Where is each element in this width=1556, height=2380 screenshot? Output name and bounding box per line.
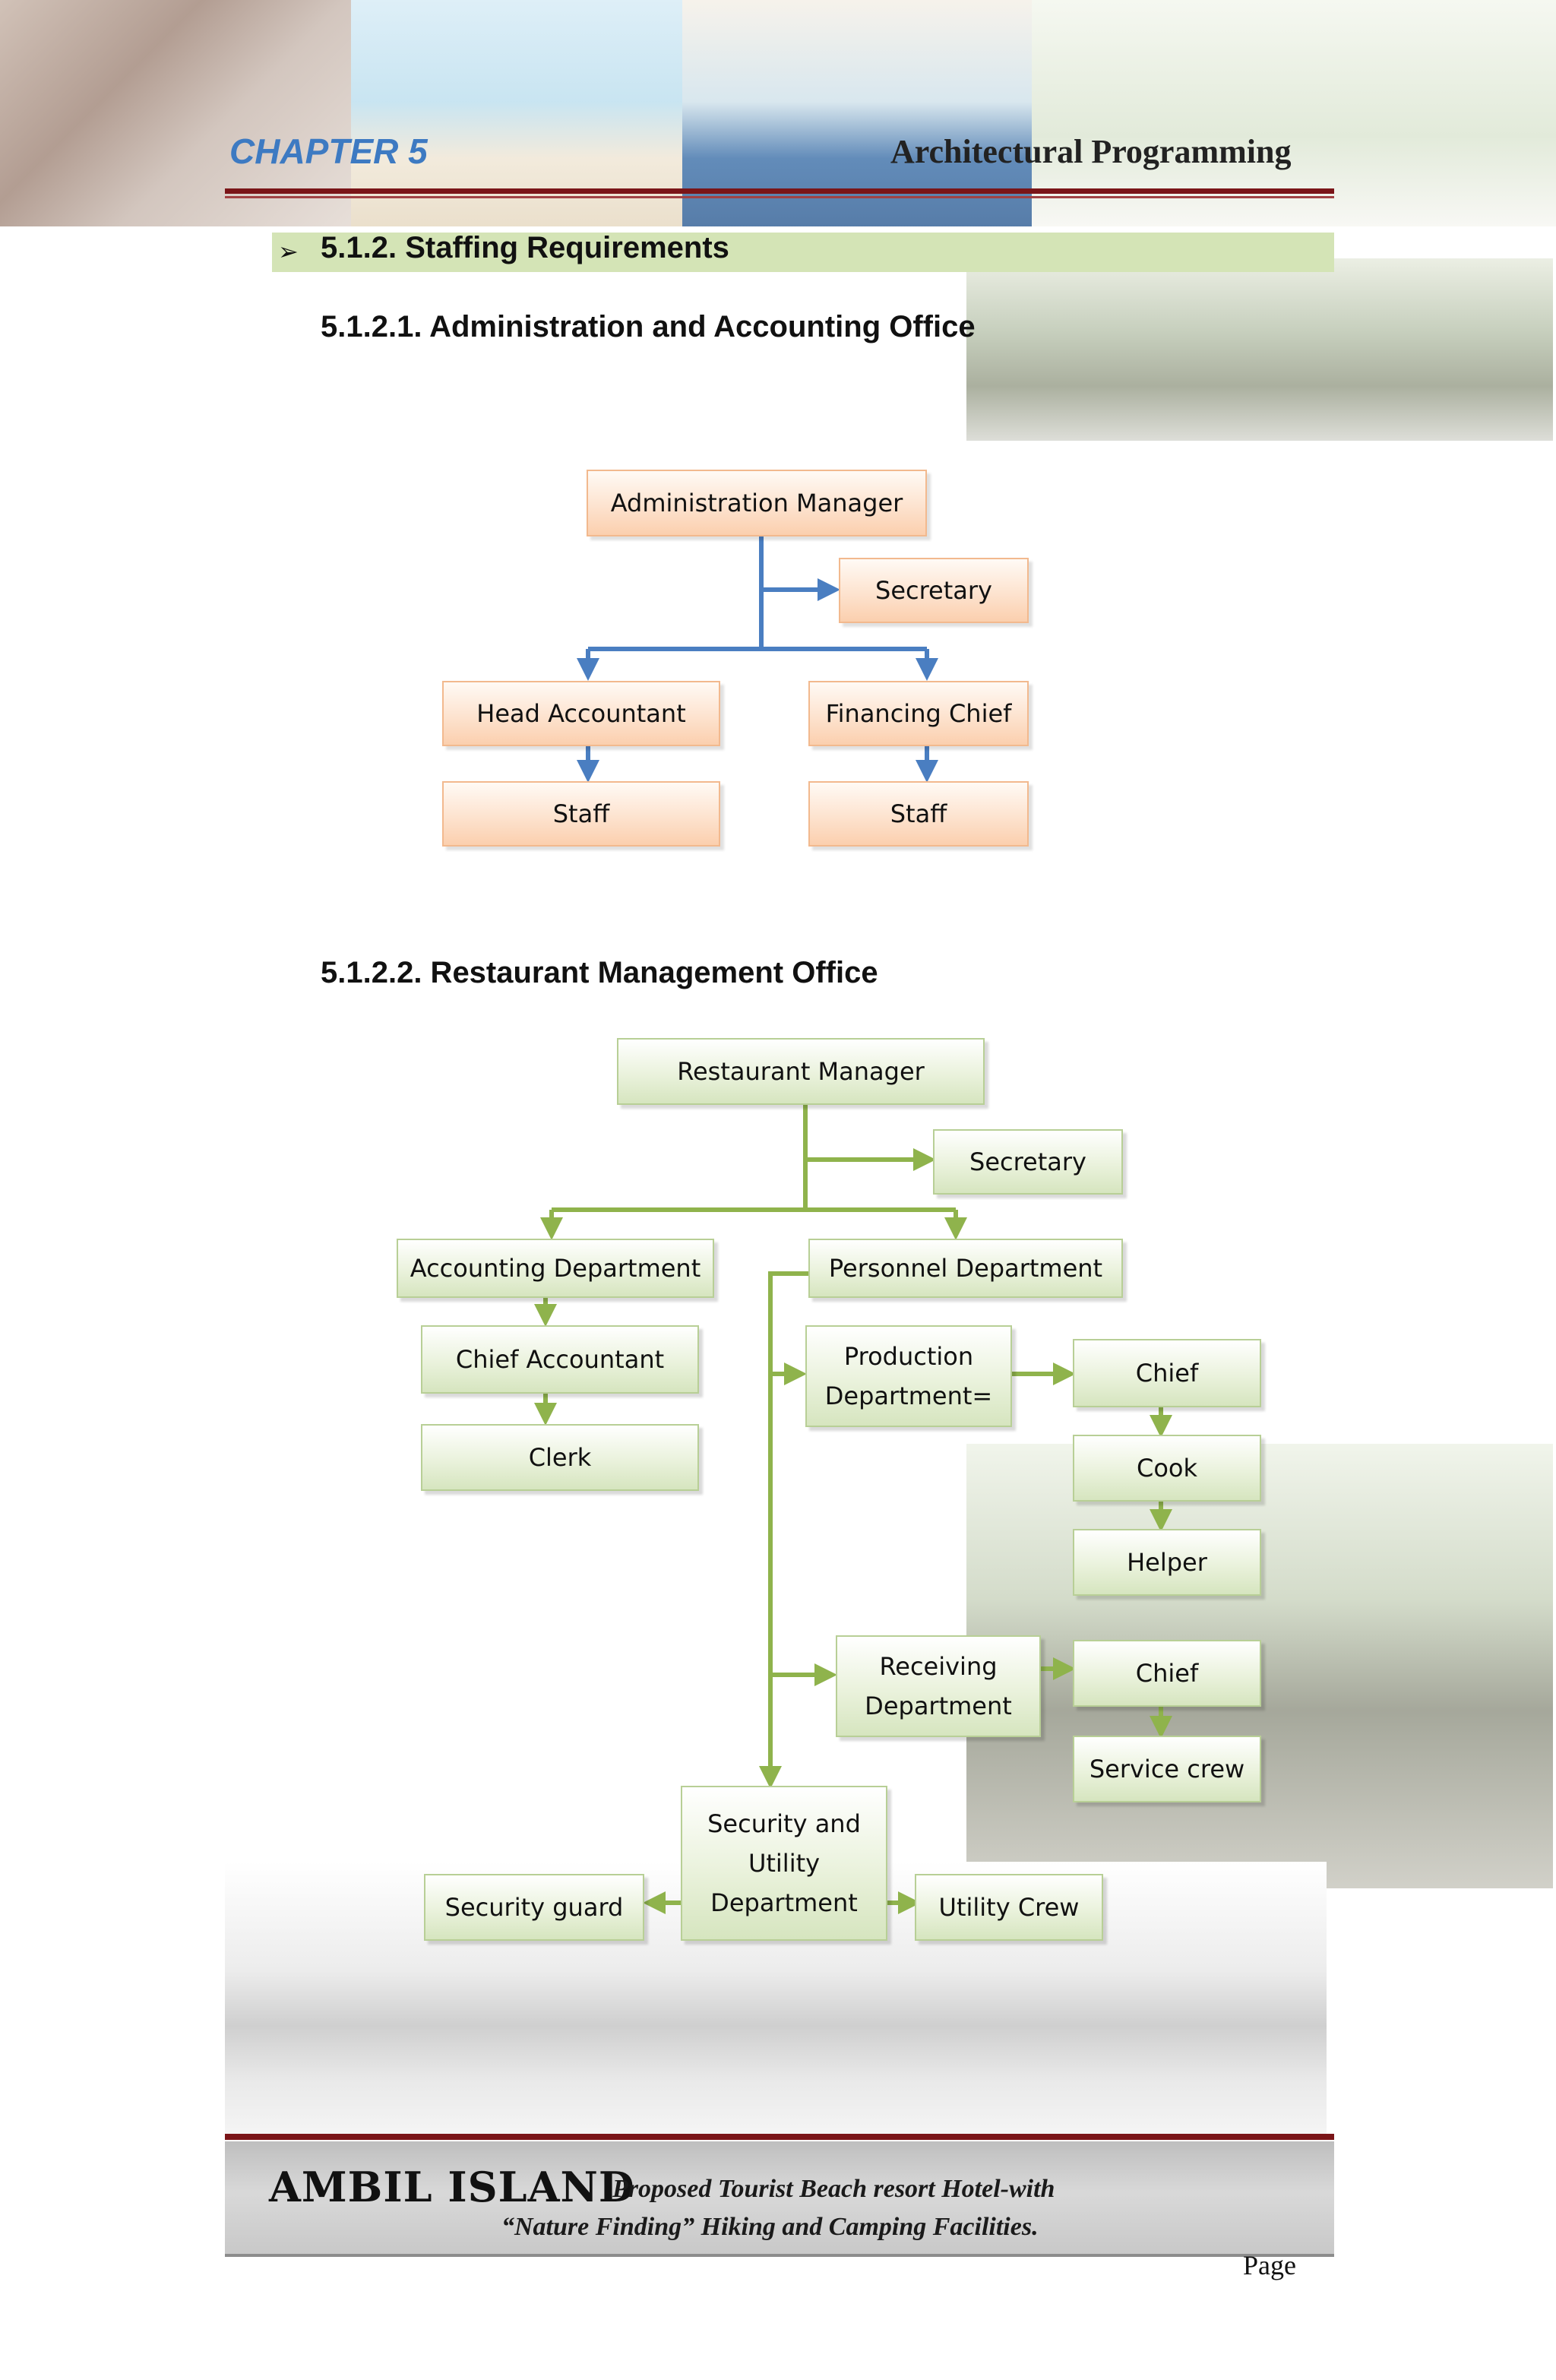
org-box-restaurant-secretary: Secretary <box>933 1129 1123 1195</box>
footer-tagline-line1: Proposed Tourist Beach resort Hotel-with <box>612 2175 1055 2203</box>
subsection-title-admin: 5.1.2.1. Administration and Accounting O… <box>321 310 976 343</box>
org-box-admin-staff-right: Staff <box>808 781 1029 847</box>
org-box-clerk: Clerk <box>421 1424 699 1491</box>
org-box-cook: Cook <box>1073 1435 1261 1502</box>
section-title-bar <box>272 233 1334 272</box>
bullet-arrow-icon: ➢ <box>278 237 299 266</box>
footer-rule <box>225 2134 1334 2140</box>
org-box-financing-chief: Financing Chief <box>808 681 1029 746</box>
org-box-chief-accountant: Chief Accountant <box>421 1325 699 1394</box>
org-box-security-guard: Security guard <box>424 1874 644 1941</box>
org-box-personnel-department: Personnel Department <box>808 1239 1123 1298</box>
footer-tagline-line2: “Nature Finding” Hiking and Camping Faci… <box>501 2213 1039 2241</box>
section-title: 5.1.2. Staffing Requirements <box>321 231 729 264</box>
org-box-production-department: Production Department= <box>805 1325 1012 1427</box>
org-box-helper: Helper <box>1073 1529 1261 1596</box>
footer-brand: AMBIL ISLAND <box>269 2163 635 2211</box>
subsection-title-restaurant: 5.1.2.2. Restaurant Management Office <box>321 956 878 989</box>
background-photo-garden <box>966 258 1553 441</box>
org-box-head-accountant: Head Accountant <box>442 681 720 746</box>
footer-band <box>225 2141 1334 2255</box>
chapter-label: CHAPTER 5 <box>229 131 428 171</box>
org-box-receiving-department: Receiving Department <box>836 1635 1041 1737</box>
chapter-title: Architectural Programming <box>890 133 1292 170</box>
page-label: Page <box>1243 2250 1296 2280</box>
header-rule-thin <box>225 196 1334 198</box>
org-box-admin-secretary: Secretary <box>839 558 1029 623</box>
org-box-restaurant-manager: Restaurant Manager <box>617 1038 985 1105</box>
org-box-security-utility-department: Security and Utility Department <box>681 1786 887 1941</box>
org-box-administration-manager: Administration Manager <box>587 470 927 536</box>
org-box-utility-crew: Utility Crew <box>915 1874 1103 1941</box>
org-box-receiving-chief: Chief <box>1073 1640 1261 1707</box>
org-box-admin-staff-left: Staff <box>442 781 720 847</box>
header-rule <box>225 188 1334 194</box>
org-box-service-crew: Service crew <box>1073 1736 1261 1802</box>
org-box-accounting-department: Accounting Department <box>397 1239 714 1298</box>
org-box-production-chief: Chief <box>1073 1339 1261 1407</box>
footer-rule-bottom <box>225 2254 1334 2257</box>
